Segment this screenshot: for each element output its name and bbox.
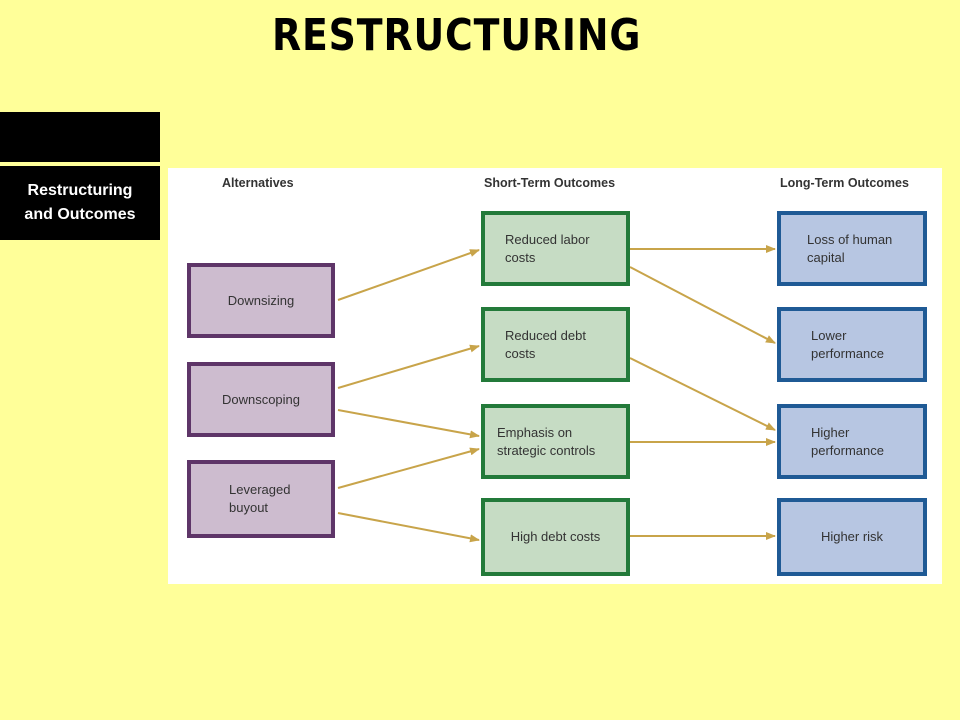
arrow-reduced-labor-to-lower-perf (629, 266, 776, 344)
box-higher-risk-line1: Higher risk (820, 529, 884, 544)
side-label-line1: Restructuring (27, 182, 133, 199)
arrow-downscoping-to-emphasis (337, 409, 480, 439)
box-downsizing-line1: Downsizing (227, 292, 295, 308)
header-alternatives: Alternatives (222, 176, 294, 190)
arrow-lbo-to-emphasis (337, 447, 480, 489)
box-reduced-labor-line1: Reduced labor (505, 231, 590, 247)
box-emphasis-line1: Emphasis on (497, 424, 573, 440)
box-higher-performance: Higher performance (777, 404, 927, 479)
box-downsizing: Downsizing (187, 263, 335, 338)
box-loss-human-capital: Loss of human capital (777, 211, 927, 286)
box-reduced-debt-costs: Reduced debt costs (481, 307, 630, 382)
box-reduced-labor-line2: costs (505, 249, 536, 265)
arrow-lbo-to-high-debt (337, 512, 480, 543)
box-high-debt-costs: High debt costs (481, 498, 630, 576)
box-lower-perf-line1: Lower (811, 327, 847, 343)
box-downscoping: Downscoping (187, 362, 335, 437)
box-emphasis-strategic-controls: Emphasis on strategic controls (481, 404, 630, 479)
box-emphasis-line2: strategic controls (497, 442, 596, 458)
box-loss-human-line2: capital (807, 249, 845, 265)
box-leveraged-buyout-line1: Leveraged (229, 482, 291, 497)
side-black-block (0, 112, 160, 162)
box-reduced-debt-line2: costs (505, 345, 536, 361)
box-higher-perf-line1: Higher (811, 424, 850, 440)
arrow-reduced-debt-to-higher-perf (629, 357, 776, 431)
box-downscoping-line1: Downscoping (221, 391, 301, 407)
header-long-term: Long-Term Outcomes (780, 176, 909, 190)
box-leveraged-buyout: Leveraged buyout (187, 460, 335, 538)
box-loss-human-line1: Loss of human (807, 231, 893, 247)
box-lower-performance: Lower performance (777, 307, 927, 382)
side-section-label: Restructuring and Outcomes (0, 166, 160, 240)
header-short-term: Short-Term Outcomes (484, 176, 616, 190)
box-high-debt-line1: High debt costs (510, 529, 601, 544)
arrow-layer (337, 245, 776, 543)
box-leveraged-buyout-line2: buyout (229, 500, 269, 515)
slide-title: RESTRUCTURING (271, 10, 642, 61)
arrow-downscoping-to-reduced-debt (337, 344, 480, 389)
restructuring-diagram: Alternatives Short-Term Outcomes Long-Te… (168, 168, 942, 584)
box-higher-perf-line2: performance (811, 442, 884, 458)
box-reduced-labor-costs: Reduced labor costs (481, 211, 630, 286)
box-lower-perf-line2: performance (811, 345, 884, 361)
arrow-downsizing-to-reduced-labor (337, 249, 480, 301)
side-label-line2: and Outcomes (24, 206, 136, 223)
box-higher-risk: Higher risk (777, 498, 927, 576)
box-reduced-debt-line1: Reduced debt (505, 327, 586, 343)
